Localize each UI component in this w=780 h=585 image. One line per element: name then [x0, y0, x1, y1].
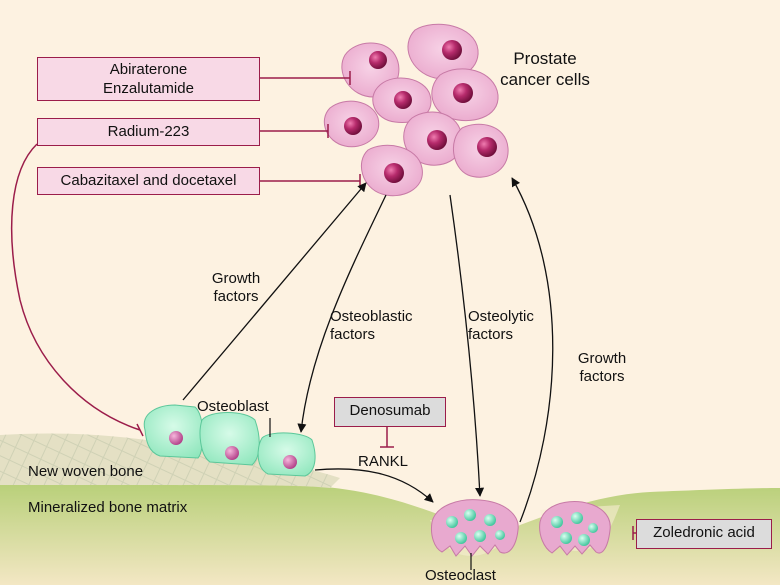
denosumab-box: Denosumab [334, 397, 446, 427]
osteoclast-cells [431, 499, 611, 557]
cabazitaxel-docetaxel-box: Cabazitaxel and docetaxel [37, 167, 260, 195]
radium-223-box: Radium-223 [37, 118, 260, 146]
osteoblastic-factors-label: Osteoblastic factors [330, 308, 413, 343]
cancer-cell-nuclei [344, 40, 497, 183]
prostate-cancer-cells-label: Prostate cancer cells [500, 49, 590, 89]
prostate-cancer-cells [323, 23, 509, 197]
osteoclast-label: Osteoclast [425, 567, 496, 584]
signal-arrows [182, 177, 554, 523]
osteoblast-label: Osteoblast [197, 398, 269, 415]
osteoblast-cells [143, 404, 316, 477]
zoledronic-acid-box: Zoledronic acid [636, 519, 772, 549]
growth-factors-right-label: Growth factors [577, 350, 627, 385]
new-woven-bone-label: New woven bone [28, 463, 144, 480]
inhibition-lines [10, 71, 667, 540]
osteolytic-factors-label: Osteolytic factors [468, 308, 534, 343]
rankl-label: RANKL [358, 453, 409, 470]
growth-factors-left-label: Growth factors [211, 270, 261, 305]
mineralized-bone-matrix-label: Mineralized bone matrix [28, 499, 188, 516]
abiraterone-enzalutamide-box: Abiraterone Enzalutamide [37, 57, 260, 101]
